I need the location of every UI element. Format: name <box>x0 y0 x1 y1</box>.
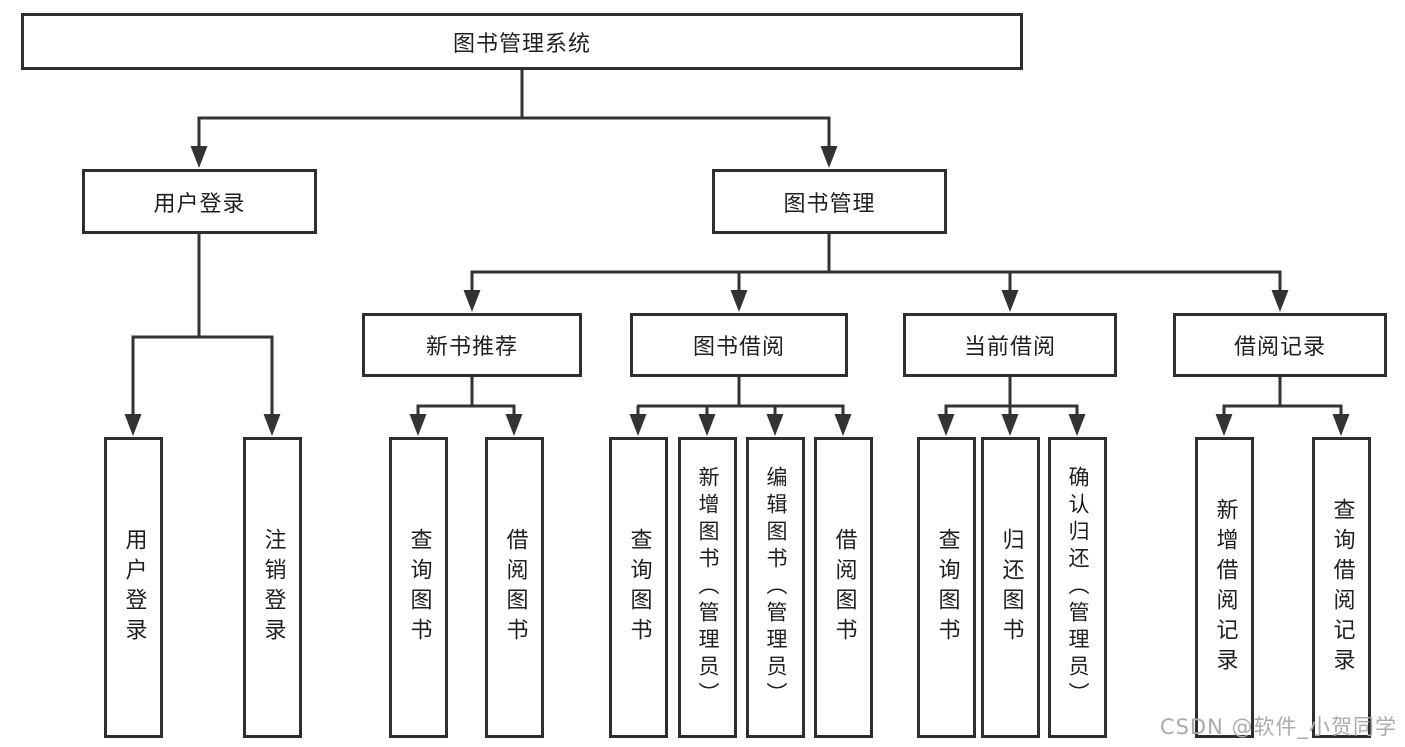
node-label: 用户登录 <box>153 191 246 217</box>
leaf-recommend-borrow-book: 借阅图书 <box>485 437 544 738</box>
leaf-records-add-record: 新增借阅记录 <box>1195 437 1254 738</box>
csdn-watermark: CSDN @软件_小贺同学 <box>1159 715 1397 739</box>
node-label: 借阅图书 <box>502 527 528 648</box>
node-label: 编辑图书（管理员） <box>764 466 788 709</box>
node-label: 图书借阅 <box>692 335 785 360</box>
node-label: 图书管理 <box>783 191 876 217</box>
node-label: 查询借阅记录 <box>1329 497 1355 678</box>
leaf-current-query-book: 查询图书 <box>917 437 976 738</box>
leaf-current-return-book: 归还图书 <box>981 437 1040 738</box>
node-new-book-recommend: 新书推荐 <box>362 313 582 377</box>
leaf-recommend-query-book: 查询图书 <box>389 437 448 738</box>
leaf-borrow-edit-book-admin: 编辑图书（管理员） <box>746 437 805 738</box>
node-borrow-records: 借阅记录 <box>1173 313 1387 377</box>
leaf-borrow-add-book-admin: 新增图书（管理员） <box>678 437 737 738</box>
node-book-borrow: 图书借阅 <box>630 313 848 377</box>
leaf-borrow-borrow-book: 借阅图书 <box>814 437 873 738</box>
node-label: 新增借阅记录 <box>1212 497 1238 678</box>
node-label: 当前借阅 <box>963 335 1056 360</box>
leaf-records-query-record: 查询借阅记录 <box>1312 437 1371 738</box>
node-label: 借阅记录 <box>1233 335 1326 360</box>
node-library-management-system: 图书管理系统 <box>21 13 1023 70</box>
leaf-logout-login: 注销登录 <box>243 437 302 738</box>
node-label: 用户登录 <box>121 527 147 648</box>
leaf-borrow-query-book: 查询图书 <box>609 437 668 738</box>
node-label: 图书管理系统 <box>452 31 591 57</box>
node-label: 借阅图书 <box>831 527 857 648</box>
leaf-current-confirm-return-admin: 确认归还（管理员） <box>1048 437 1107 738</box>
node-label: 新书推荐 <box>425 335 518 360</box>
node-book-management: 图书管理 <box>712 169 947 234</box>
node-label: 注销登录 <box>260 527 286 648</box>
node-label: 查询图书 <box>626 527 652 648</box>
node-user-login: 用户登录 <box>82 169 317 234</box>
node-label: 归还图书 <box>998 527 1024 648</box>
node-label: 查询图书 <box>406 527 432 648</box>
node-label: 确认归还（管理员） <box>1066 466 1090 709</box>
node-label: 新增图书（管理员） <box>696 466 720 709</box>
node-label: 查询图书 <box>934 527 960 648</box>
leaf-user-login: 用户登录 <box>104 437 163 738</box>
node-current-borrow: 当前借阅 <box>903 313 1117 377</box>
